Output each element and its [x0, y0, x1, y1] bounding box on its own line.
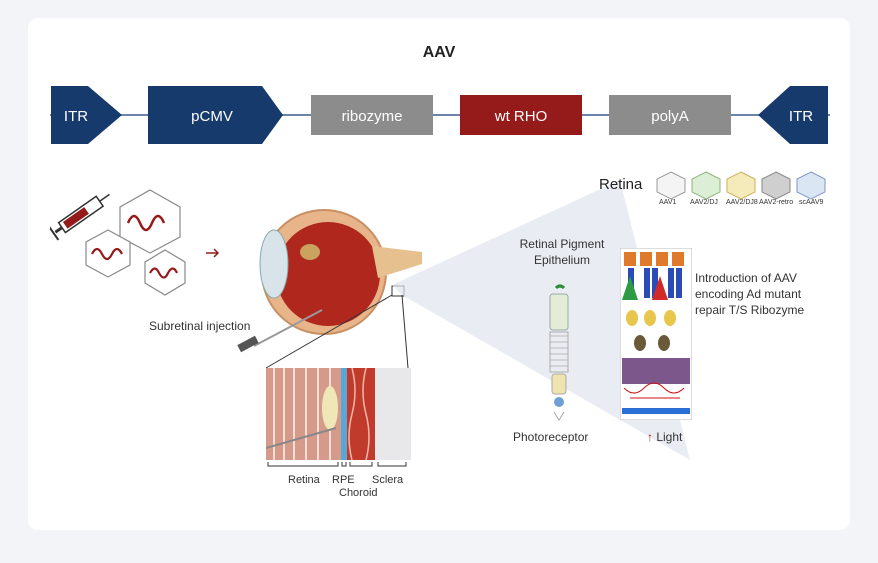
syringe-icon: [50, 193, 110, 241]
ribozyme-element: [311, 95, 433, 135]
construct-label-itr-right: ITR: [789, 108, 813, 125]
rpe-title: Retinal Pigment Epithelium: [512, 236, 612, 268]
photoreceptor-cell: [549, 284, 569, 421]
serotype-icons: [656, 171, 826, 200]
rpe-title-text: Retinal Pigment Epithelium: [519, 237, 605, 267]
introduction-caption: Introduction of AAV encoding Ad mutant r…: [695, 270, 835, 318]
retina-cross-section: [266, 368, 411, 460]
injection-illustration: [50, 189, 220, 296]
serotype-aav2-dj: AAV2/DJ: [690, 199, 718, 206]
construct-label-wt-rho: wt RHO: [494, 108, 548, 125]
layer-rpe-label: RPE: [332, 474, 355, 486]
aav-construct: ITR pCMV ribozyme wt RHO polyA ITR: [50, 86, 830, 144]
aav-capsid-icon: [85, 229, 131, 278]
polya-element: [609, 95, 731, 135]
retina-layers-diagram: [620, 248, 692, 420]
serotype-heading: Retina: [599, 176, 643, 193]
construct-label-pcmv: pCMV: [191, 108, 233, 125]
aav1-capsid-icon: [656, 171, 686, 200]
right-arrow-icon: [206, 248, 220, 258]
layer-choroid-label: Choroid: [339, 487, 378, 499]
serotype-scaav9: scAAV9: [799, 199, 824, 206]
construct-label-itr-left: ITR: [64, 108, 88, 125]
aav-capsid-icon: [144, 249, 186, 296]
photoreceptor-label: Photoreceptor: [513, 430, 589, 444]
construct-label-polya: polyA: [651, 108, 689, 125]
layer-retina-label: Retina: [288, 474, 320, 486]
layer-sclera-label: Sclera: [372, 474, 404, 486]
serotype-aav2-retro: AAV2-retro: [759, 199, 794, 206]
figure-title: AAV: [422, 44, 456, 61]
aav2-dj-capsid-icon: [691, 171, 721, 200]
subretinal-label: Subretinal injection: [149, 319, 251, 333]
serotype-aav2-dj8: AAV2/DJ8: [726, 199, 758, 206]
aav2-dj8-capsid-icon: [726, 171, 756, 200]
light-label: ↑ Light: [647, 430, 682, 444]
wt-rho-element: [460, 95, 582, 135]
itr-right-element: [758, 86, 828, 144]
construct-label-ribozyme: ribozyme: [342, 108, 403, 125]
pcmv-element: [148, 86, 283, 144]
layer-brackets: [267, 462, 407, 467]
introduction-text: Introduction of AAV encoding Ad mutant r…: [695, 271, 805, 317]
aav-capsid-icon: [119, 189, 181, 254]
up-arrow-icon: ↑: [647, 430, 653, 444]
injection-needle-icon: [237, 309, 323, 353]
itr-left-element: [51, 86, 122, 144]
aav2-retro-capsid-icon: [761, 171, 791, 200]
serotype-aav1: AAV1: [659, 199, 677, 206]
scaav9-capsid-icon: [796, 171, 826, 200]
eye-illustration: [237, 209, 422, 353]
light-text: Light: [656, 430, 683, 444]
